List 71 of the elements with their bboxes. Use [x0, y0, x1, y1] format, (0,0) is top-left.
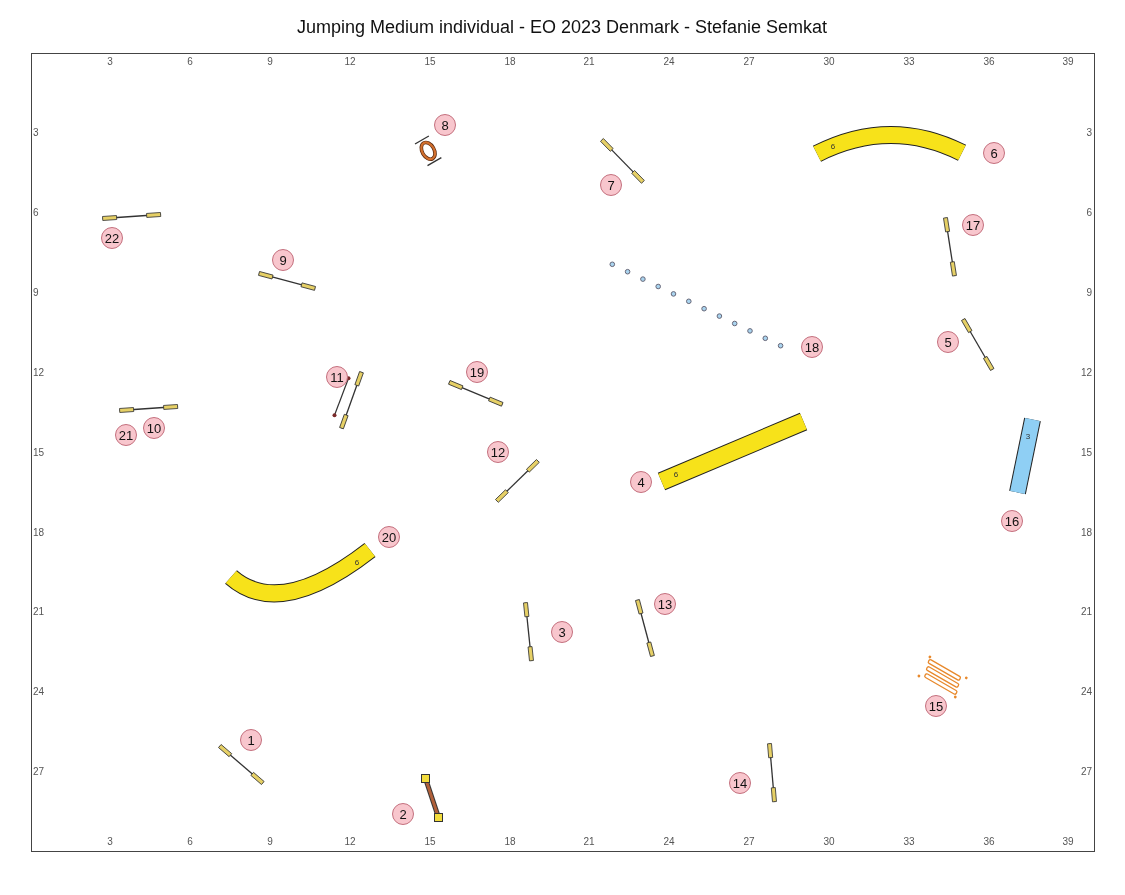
axis-tick-label: 6: [187, 837, 193, 847]
callout-number: 21: [115, 424, 137, 446]
axis-tick-label: 15: [33, 448, 45, 458]
callout-number: 2: [392, 803, 414, 825]
axis-tick-label: 3: [107, 837, 113, 847]
tunnel-number: 3: [1025, 433, 1031, 441]
axis-tick-label: 33: [903, 57, 915, 67]
callout-number: 9: [272, 249, 294, 271]
callout-number: 10: [143, 417, 165, 439]
tunnel-number: 6: [673, 471, 679, 479]
callout-number: 1: [240, 729, 262, 751]
axis-tick-label: 24: [1080, 687, 1092, 697]
axis-tick-label: 3: [1086, 128, 1092, 138]
title: Jumping Medium individual - EO 2023 Denmark - Stefanie Semkat: [296, 18, 828, 38]
tunnel-number: 6: [830, 143, 836, 151]
callout-number: 16: [1001, 510, 1023, 532]
axis-tick-label: 15: [424, 837, 436, 847]
axis-tick-label: 6: [187, 57, 193, 67]
callout-number: 15: [925, 695, 947, 717]
axis-tick-label: 21: [583, 57, 595, 67]
axis-tick-label: 27: [743, 57, 755, 67]
tunnel-number: 6: [354, 559, 360, 567]
axis-tick-label: 27: [743, 837, 755, 847]
axis-tick-label: 36: [983, 57, 995, 67]
axis-tick-label: 6: [1086, 208, 1092, 218]
callout-number: 13: [654, 593, 676, 615]
axis-tick-label: 3: [33, 128, 39, 138]
callout-number: 12: [487, 441, 509, 463]
axis-tick-label: 30: [823, 837, 835, 847]
axis-tick-label: 30: [823, 57, 835, 67]
axis-tick-label: 9: [33, 288, 39, 298]
axis-tick-label: 27: [1080, 767, 1092, 777]
callout-number: 18: [801, 336, 823, 358]
axis-tick-label: 18: [504, 57, 516, 67]
axis-tick-label: 21: [33, 607, 45, 617]
callout-number: 20: [378, 526, 400, 548]
callout-number: 4: [630, 471, 652, 493]
callout-number: 8: [434, 114, 456, 136]
axis-tick-label: 36: [983, 837, 995, 847]
callout-number: 3: [551, 621, 573, 643]
axis-tick-label: 9: [1086, 288, 1092, 298]
callout-number: 11: [326, 366, 348, 388]
callout-number: 19: [466, 361, 488, 383]
axis-tick-label: 21: [583, 837, 595, 847]
axis-tick-label: 9: [267, 837, 273, 847]
axis-tick-label: 27: [33, 767, 45, 777]
axis-tick-label: 6: [33, 208, 39, 218]
axis-tick-label: 39: [1062, 57, 1074, 67]
axis-tick-label: 39: [1062, 837, 1074, 847]
axis-tick-label: 18: [1080, 528, 1092, 538]
axis-tick-label: 12: [1080, 368, 1092, 378]
callout-number: 6: [983, 142, 1005, 164]
axis-tick-label: 15: [424, 57, 436, 67]
axis-tick-label: 12: [33, 368, 45, 378]
axis-tick-label: 24: [663, 837, 675, 847]
callout-number: 7: [600, 174, 622, 196]
axis-tick-label: 18: [504, 837, 516, 847]
callout-number: 22: [101, 227, 123, 249]
axis-tick-label: 33: [903, 837, 915, 847]
axis-tick-label: 9: [267, 57, 273, 67]
axis-tick-label: 12: [344, 837, 356, 847]
axis-tick-label: 21: [1080, 607, 1092, 617]
axis-tick-label: 15: [1080, 448, 1092, 458]
axis-tick-label: 24: [33, 687, 45, 697]
axis-tick-label: 24: [663, 57, 675, 67]
callout-number: 5: [937, 331, 959, 353]
callout-number: 17: [962, 214, 984, 236]
axis-tick-label: 3: [107, 57, 113, 67]
axis-tick-label: 12: [344, 57, 356, 67]
axis-tick-label: 18: [33, 528, 45, 538]
callout-number: 14: [729, 772, 751, 794]
